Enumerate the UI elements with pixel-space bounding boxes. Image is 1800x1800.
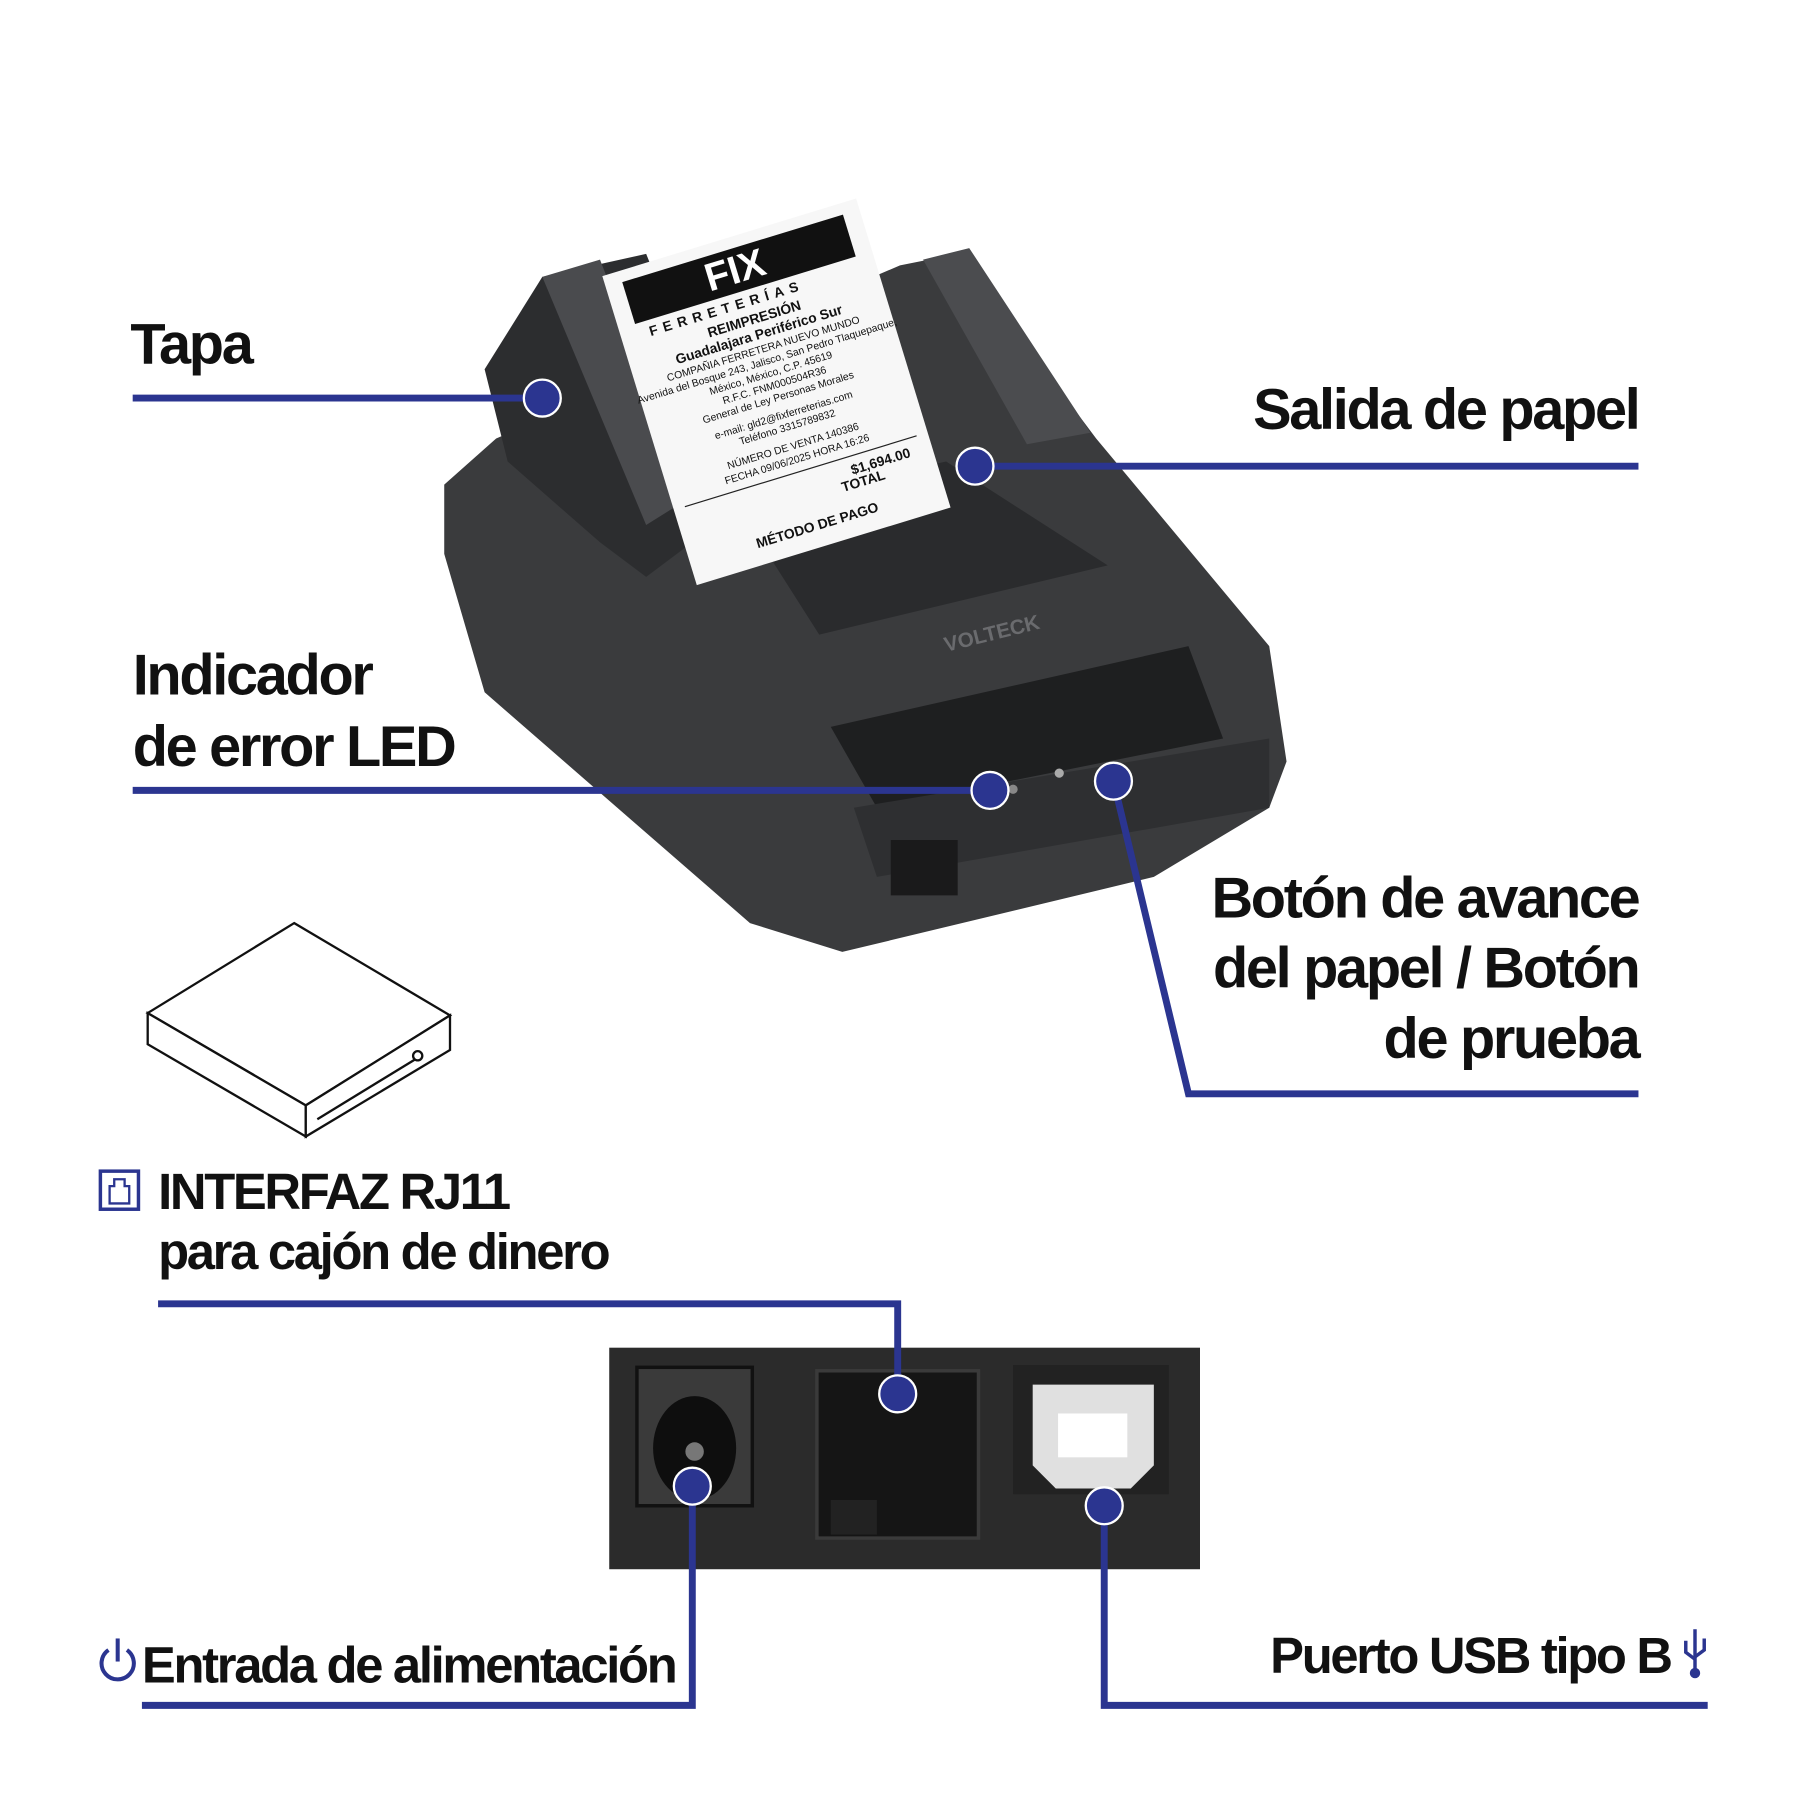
thermal-printer-image: VOLTECK FIX FERRETERÍAS REIMPRESIÓN Guad…: [444, 198, 1287, 952]
label-power: Entrada de alimentación: [142, 1636, 676, 1693]
power-led: [1008, 784, 1018, 794]
label-indicador-2: de error LED: [133, 715, 455, 779]
led-indicator: [1054, 768, 1064, 778]
label-boton-3: de prueba: [1384, 1007, 1642, 1071]
callout-dot-led: [970, 770, 1010, 810]
rj11-icon: [98, 1169, 141, 1211]
label-tapa: Tapa: [130, 312, 254, 376]
callout-dot-usb: [1084, 1486, 1124, 1526]
label-salida-papel: Salida de papel: [1253, 378, 1638, 442]
callout-dot-tapa: [522, 378, 562, 418]
label-rj11-2: para cajón de dinero: [158, 1223, 610, 1280]
label-usb: Puerto USB tipo B: [1270, 1627, 1671, 1684]
power-icon: [99, 1638, 136, 1682]
label-boton-1: Botón de avance: [1211, 866, 1639, 930]
cash-drawer-icon: [145, 921, 453, 1139]
label-boton-2: del papel / Botón: [1213, 937, 1638, 1001]
usb-icon: [1684, 1629, 1706, 1679]
callout-dot-power: [672, 1466, 712, 1506]
label-indicador-1: Indicador: [133, 644, 374, 708]
label-rj11-1: INTERFAZ RJ11: [158, 1163, 510, 1220]
leader-lines: [132, 378, 1708, 1709]
callout-dot-rj11: [878, 1374, 918, 1414]
callout-dot-salida: [955, 446, 995, 486]
receipt: FIX FERRETERÍAS REIMPRESIÓN Guadalajara …: [602, 198, 951, 586]
callout-dot-boton: [1093, 761, 1134, 801]
